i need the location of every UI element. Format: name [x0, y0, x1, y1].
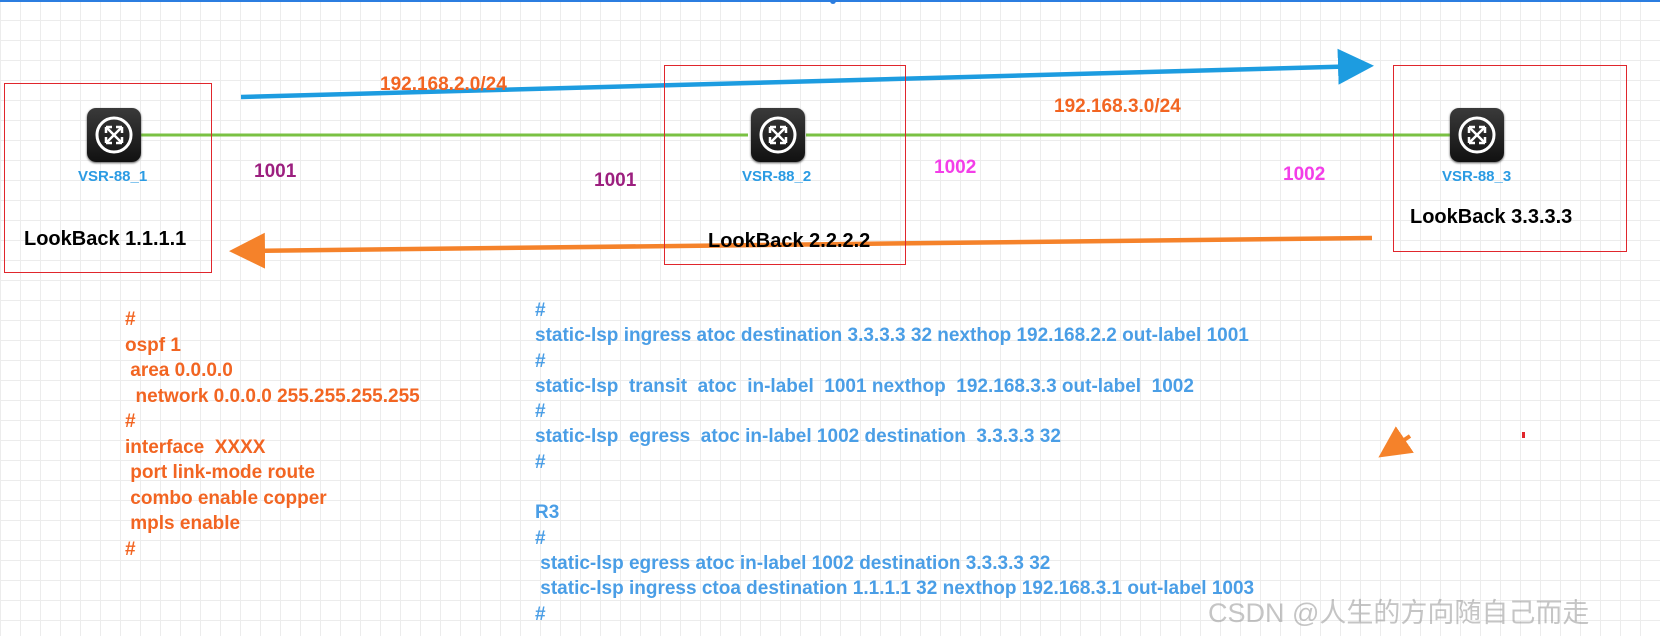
mpls-label-r2-egress: 1002	[934, 157, 977, 178]
forward-lsp-arrow	[240, 48, 1374, 100]
router-3-group-box	[1393, 65, 1627, 252]
network-label-r1-r2: 192.168.2.0/24	[380, 74, 507, 95]
router-icon[interactable]	[1450, 108, 1504, 162]
top-handle-dot	[830, 0, 836, 4]
watermark: CSDN @人生的方向随自己而走	[1208, 598, 1590, 628]
router-3-name: VSR-88_3	[1442, 168, 1512, 185]
red-dot-mark	[1522, 432, 1525, 438]
router-icon[interactable]	[87, 108, 141, 162]
static-lsp-config: # static-lsp ingress atoc destination 3.…	[535, 300, 1255, 625]
router-icon[interactable]	[751, 108, 805, 162]
router-3-loopback: LookBack 3.3.3.3	[1410, 206, 1573, 228]
router-1-loopback: LookBack 1.1.1.1	[24, 228, 187, 250]
router-2-name: VSR-88_2	[742, 168, 812, 185]
ospf-interface-config: # ospf 1 area 0.0.0.0 network 0.0.0.0 25…	[125, 309, 420, 560]
return-lsp-arrow	[229, 232, 1373, 269]
small-orange-arrow	[1378, 426, 1414, 458]
router-1-group-box	[4, 83, 212, 273]
network-label-r2-r3: 192.168.3.0/24	[1054, 96, 1181, 117]
mpls-label-r1-side: 1001	[254, 161, 297, 182]
mpls-label-r3-side: 1002	[1283, 164, 1326, 185]
mpls-label-r2-side: 1001	[594, 170, 637, 191]
router-2-loopback: LookBack 2.2.2.2	[708, 230, 871, 252]
router-2-group-box	[664, 65, 906, 265]
router-1-name: VSR-88_1	[78, 168, 148, 185]
